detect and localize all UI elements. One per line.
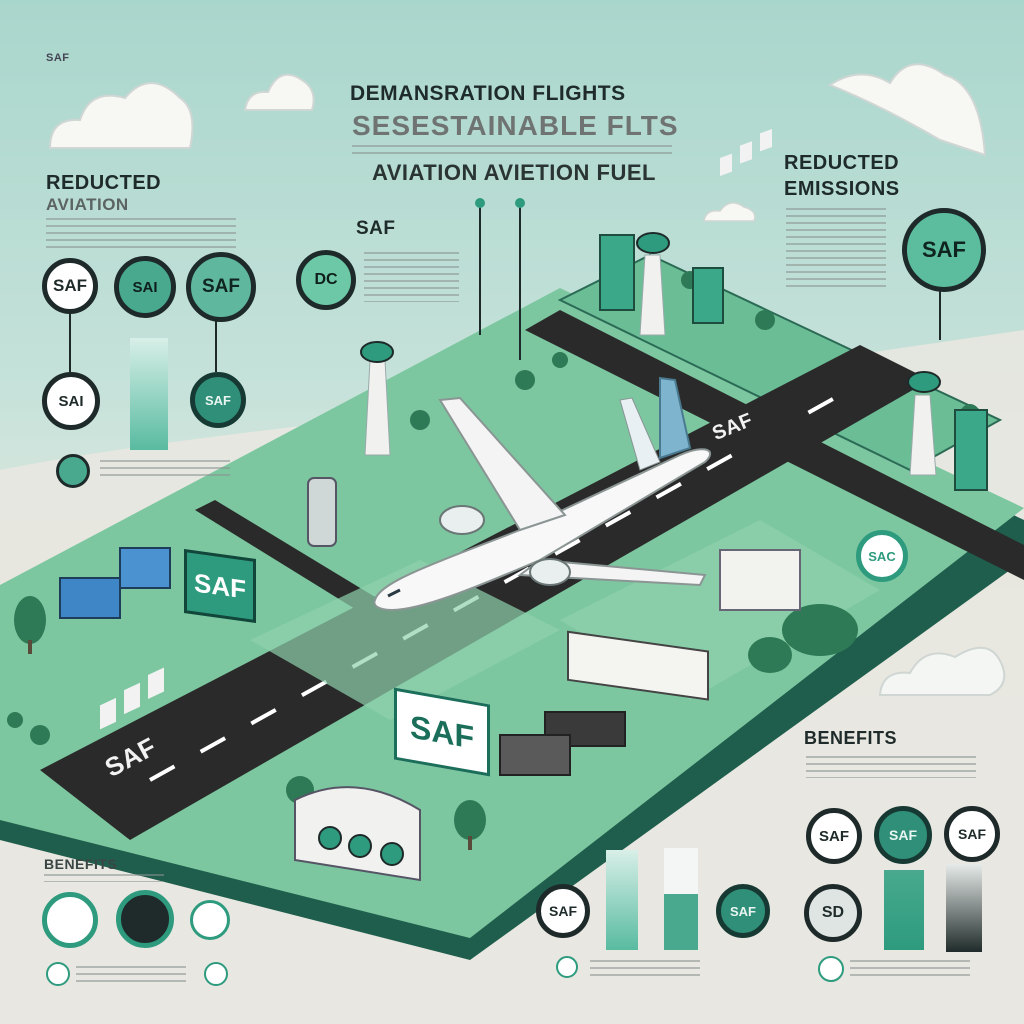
benefits-fine-print-2 (590, 960, 700, 978)
level-bar (606, 850, 638, 950)
leaf-icon (56, 454, 90, 488)
benefits-left-fine-print-2 (76, 966, 186, 984)
left-heading: REDUCTED AVIATION (46, 172, 161, 216)
left-fine-print-2 (100, 460, 230, 480)
saf-badge: SAF (190, 372, 246, 428)
left-heading-line-1: REDUCTED (46, 172, 162, 194)
saf-badge: SAF (42, 258, 98, 314)
cloud-icon (878, 646, 1006, 696)
connector-lines (69, 205, 941, 372)
title-line-2: SESESTAINABLE FLTS (352, 110, 679, 141)
left-fine-print (46, 218, 236, 252)
leaf-icon (556, 956, 578, 978)
right-heading: REDUCTED EMISSIONS (784, 150, 900, 202)
saf-badge: SAF (944, 806, 1000, 862)
title-line-1: DEMANSRATION FLIGHTS (350, 82, 626, 105)
saf-badge: SAF (536, 884, 590, 938)
hangar-icon (294, 786, 421, 882)
terminal-building (59, 234, 988, 776)
cross-runway (525, 310, 1024, 580)
cloud-icon (243, 73, 315, 111)
sd-badge: SD (804, 884, 862, 942)
level-bar (946, 864, 982, 952)
dc-badge: DC (296, 250, 356, 310)
cloud-icon (48, 82, 194, 149)
airplane-icon (373, 376, 712, 612)
left-heading-line-2: AVIATION (46, 195, 129, 214)
sac-badge: SAC (856, 530, 908, 582)
control-tower-icon (360, 232, 941, 476)
saf-badge: SAF (902, 208, 986, 292)
level-bar (130, 338, 168, 450)
title-line-3: AVIATION AVIETION FUEL (372, 160, 656, 185)
leaf-icon (818, 956, 844, 982)
corner-label: SAF (46, 52, 70, 64)
leaf-icon (46, 962, 70, 986)
level-bar (884, 870, 924, 950)
benefits-fine-print (806, 756, 976, 778)
saf-badge: SAF (874, 806, 932, 864)
saf-badge: SAF (716, 884, 770, 938)
cloud-icon (703, 202, 756, 222)
benefits-heading-right: BENEFITS (804, 728, 898, 748)
right-heading-line-1: REDUCTED (784, 152, 900, 174)
globe-icon (42, 892, 98, 948)
leaf-icon (116, 890, 174, 948)
right-heading-line-2: EMISSIONS (784, 178, 900, 200)
saf-badge: SAI (42, 372, 100, 430)
cloud-icon (827, 63, 987, 157)
saf-badge: SAF (806, 808, 862, 864)
saf-sign: SAF (184, 548, 256, 624)
runway-marking (100, 129, 772, 730)
leaf-icon (204, 962, 228, 986)
taxiway (195, 500, 380, 612)
saf-badge: SAI (114, 256, 176, 318)
saf-badge: SAF (186, 252, 256, 322)
right-fine-print (786, 208, 886, 288)
lock-icon (190, 900, 230, 940)
center-fine-print (364, 252, 459, 302)
center-heading: SAF (356, 218, 396, 239)
benefits-left-fine-print (44, 874, 164, 882)
benefits-fine-print-3 (850, 960, 970, 978)
benefits-heading-left: BENEFITS (44, 856, 118, 872)
level-bar (664, 848, 698, 950)
fine-print (352, 145, 672, 157)
